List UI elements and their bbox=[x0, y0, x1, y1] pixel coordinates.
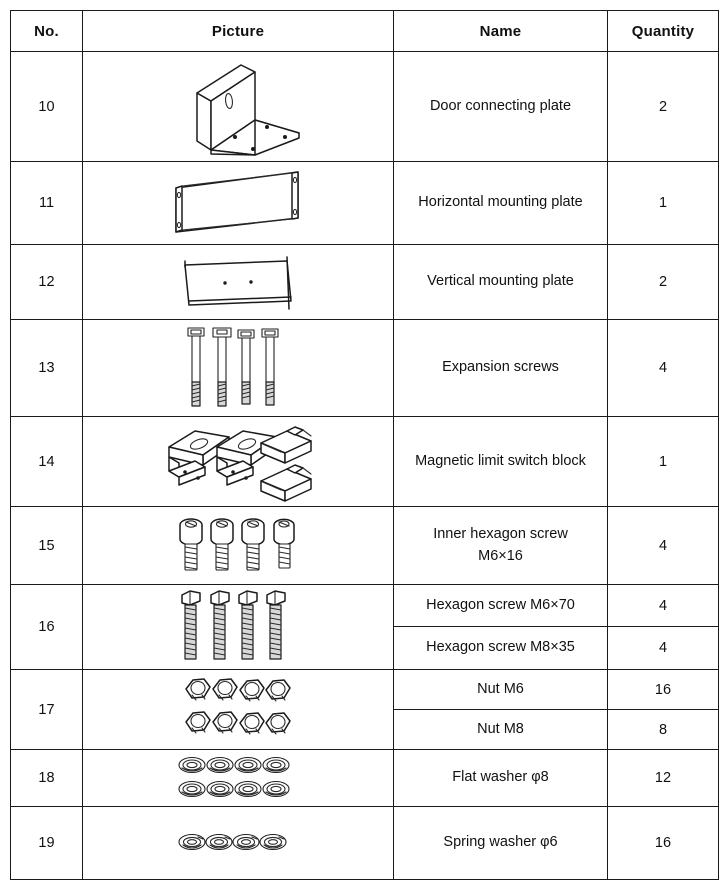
table-header-row: No. Picture Name Quantity bbox=[10, 10, 719, 52]
cell-quantity: 16 bbox=[607, 806, 719, 880]
table-row: Hexagon screw M8×35 4 bbox=[11, 626, 719, 670]
cell-name: Hexagon screw M6×70 bbox=[393, 584, 608, 627]
table-row: 15 bbox=[10, 506, 719, 585]
nuts-drawing bbox=[83, 675, 393, 745]
cell-name: Nut M6 bbox=[393, 669, 608, 710]
cell-picture bbox=[82, 806, 394, 880]
cell-picture bbox=[82, 319, 394, 417]
cell-quantity: 2 bbox=[607, 51, 719, 162]
header-picture: Picture bbox=[82, 10, 394, 52]
flat-washers-drawing bbox=[83, 754, 393, 802]
cell-picture bbox=[82, 506, 394, 585]
cell-name: Nut M8 bbox=[393, 709, 608, 750]
cell-picture bbox=[82, 244, 394, 320]
inner-hexagon-screws-drawing bbox=[83, 513, 393, 579]
cell-picture bbox=[82, 416, 394, 507]
cell-no: 18 bbox=[10, 749, 83, 807]
table-row: 10 bbox=[10, 51, 719, 162]
cell-quantity: 2 bbox=[607, 244, 719, 320]
cell-no: 17 bbox=[10, 669, 83, 750]
cell-name: Inner hexagon screw M6×16 bbox=[393, 506, 608, 585]
table-row: 19 bbox=[10, 806, 719, 880]
table-row: 11 bbox=[10, 161, 719, 245]
table-row: 14 bbox=[10, 416, 719, 507]
table-row: 13 bbox=[10, 319, 719, 417]
table-row: 18 bbox=[10, 749, 719, 807]
table-row: 12 Vertical mounting plate 2 bbox=[10, 244, 719, 320]
header-name: Name bbox=[393, 10, 608, 52]
header-no: No. bbox=[10, 10, 83, 52]
cell-name: Flat washer φ8 bbox=[393, 749, 608, 807]
cell-name: Hexagon screw M8×35 bbox=[393, 626, 608, 670]
cell-name: Spring washer φ6 bbox=[393, 806, 608, 880]
expansion-screws-drawing bbox=[83, 324, 393, 412]
cell-no: 16 bbox=[10, 584, 83, 670]
cell-picture bbox=[82, 669, 394, 750]
hexagon-screws-drawing bbox=[83, 587, 393, 667]
cell-name: Expansion screws bbox=[393, 319, 608, 417]
cell-name: Door connecting plate bbox=[393, 51, 608, 162]
cell-quantity: 1 bbox=[607, 416, 719, 507]
cell-quantity: 4 bbox=[607, 584, 719, 627]
cell-picture bbox=[82, 161, 394, 245]
cell-no: 19 bbox=[10, 806, 83, 880]
magnetic-limit-switch-block-drawing bbox=[83, 421, 393, 503]
cell-name: Vertical mounting plate bbox=[393, 244, 608, 320]
table-row: 16 bbox=[10, 584, 719, 670]
cell-quantity: 16 bbox=[607, 669, 719, 710]
cell-no: 11 bbox=[10, 161, 83, 245]
cell-picture bbox=[82, 584, 394, 670]
cell-picture bbox=[82, 749, 394, 807]
cell-name: Magnetic limit switch block bbox=[393, 416, 608, 507]
cell-no: 10 bbox=[10, 51, 83, 162]
cell-quantity: 8 bbox=[607, 709, 719, 750]
cell-no: 13 bbox=[10, 319, 83, 417]
cell-quantity: 4 bbox=[607, 319, 719, 417]
horizontal-mounting-plate-drawing bbox=[83, 166, 393, 240]
spring-washers-drawing bbox=[83, 830, 393, 856]
cell-quantity: 12 bbox=[607, 749, 719, 807]
table-row: 17 bbox=[10, 669, 719, 750]
parts-list-table: No. Picture Name Quantity 10 bbox=[10, 10, 719, 880]
cell-quantity: 4 bbox=[607, 626, 719, 670]
cell-picture bbox=[82, 51, 394, 162]
cell-quantity: 4 bbox=[607, 506, 719, 585]
cell-name: Horizontal mounting plate bbox=[393, 161, 608, 245]
door-connecting-plate-drawing bbox=[83, 57, 393, 157]
cell-no: 15 bbox=[10, 506, 83, 585]
vertical-mounting-plate-drawing bbox=[83, 249, 393, 315]
cell-no: 14 bbox=[10, 416, 83, 507]
cell-quantity: 1 bbox=[607, 161, 719, 245]
header-quantity: Quantity bbox=[607, 10, 719, 52]
cell-no: 12 bbox=[10, 244, 83, 320]
